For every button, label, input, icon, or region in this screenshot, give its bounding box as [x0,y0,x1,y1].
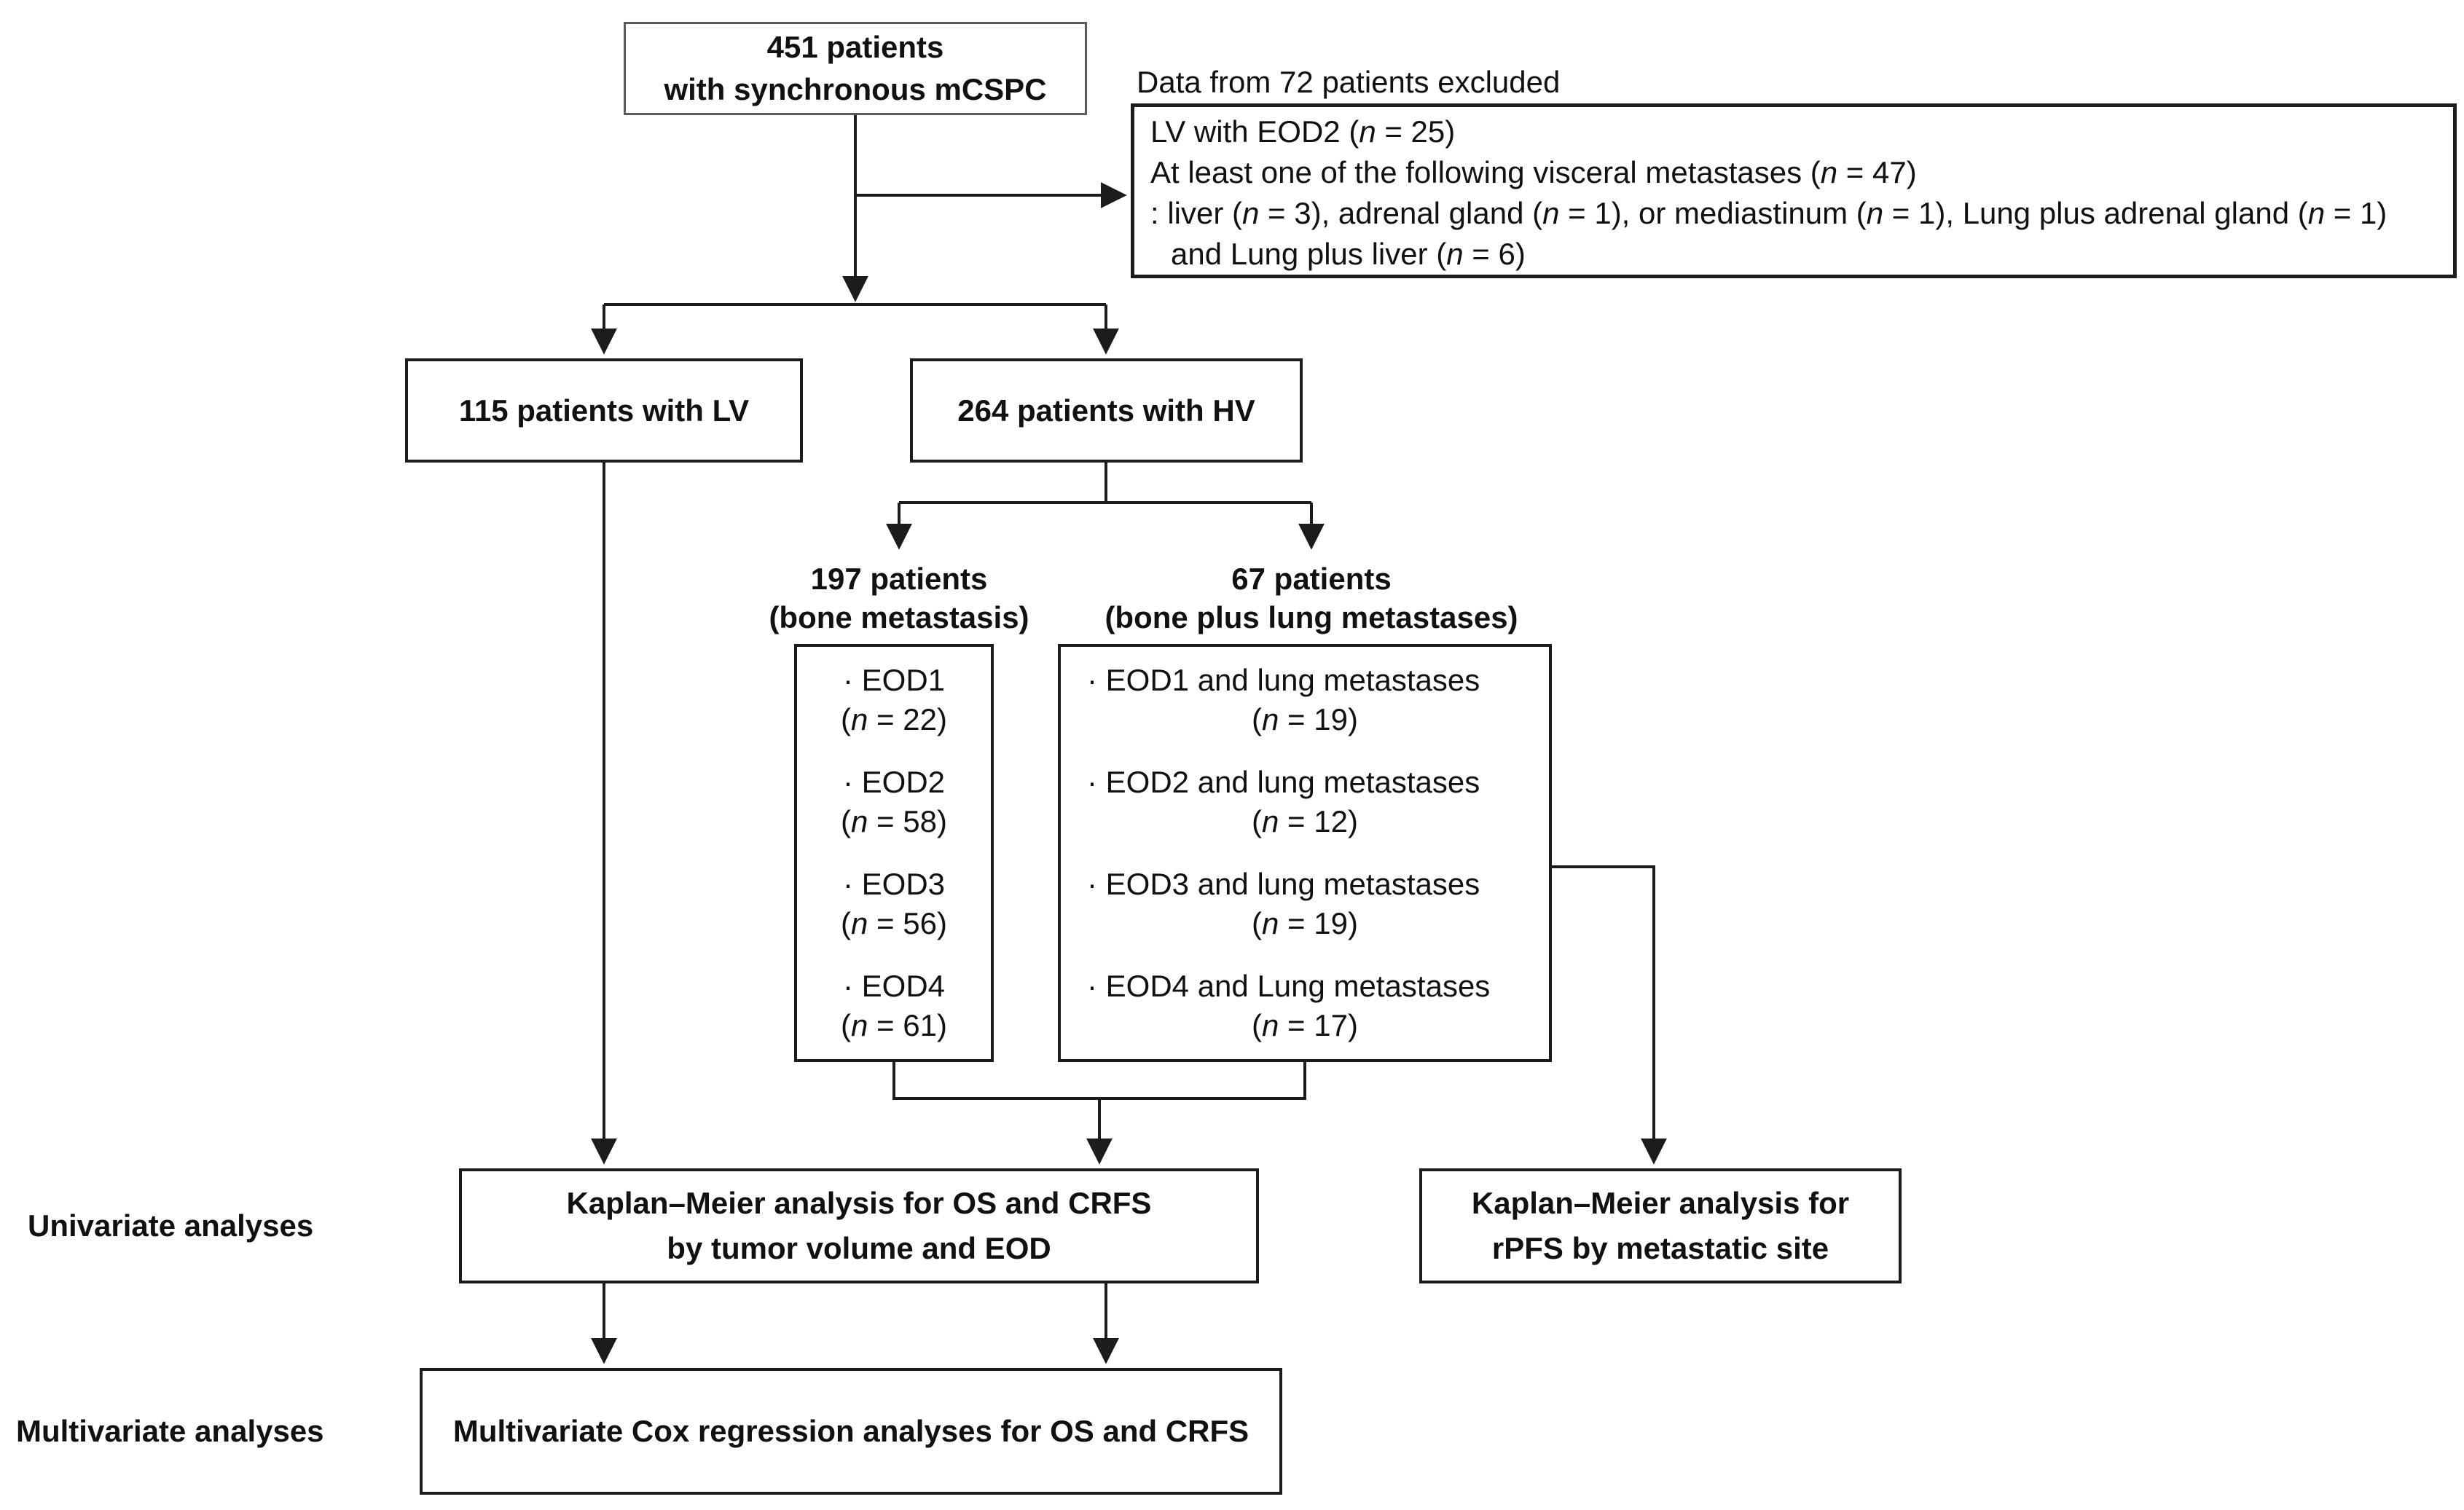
bone-group-count: 197 patients [810,562,988,596]
total-patients-desc: with synchronous mCSPC [664,72,1047,106]
eod-count: (n = 17) [1252,1008,1358,1042]
header-bone-group: 197 patients (bone metastasis) [746,559,1052,637]
header-bone-lung-group: 67 patients (bone plus lung metastases) [1086,559,1537,637]
box-multivariate-cox: Multivariate Cox regression analyses for… [420,1368,1282,1495]
bone-group-desc: (bone metastasis) [769,600,1029,634]
excluded-label: Data from 72 patients excluded [1137,65,1561,99]
box-eod-bone-list: · EOD1 (n = 22) · EOD2 (n = 58) · EOD3 (… [794,644,994,1062]
row-label-multivariate: Multivariate analyses [16,1414,324,1448]
eod-label: · EOD4 and Lung metastases [1087,969,1491,1003]
eod-label: · EOD4 [842,969,946,1003]
eod-label: · EOD1 and lung metastases [1087,663,1480,697]
hv-patients-text: 264 patients with HV [957,393,1255,428]
eod-label: · EOD3 [842,867,946,901]
bone-lung-group-count: 67 patients [1231,562,1392,596]
box-eod-bone-lung-list: · EOD1 and lung metastases (n = 19) · EO… [1058,644,1552,1062]
box-hv-patients: 264 patients with HV [910,358,1303,463]
box-total-patients: 451 patients with synchronous mCSPC [624,22,1087,115]
km-rpfs-line1: Kaplan–Meier analysis for [1471,1186,1850,1220]
eod-count: (n = 19) [1252,702,1358,736]
eod-count: (n = 12) [1252,804,1358,838]
list-item: · EOD2 and lung metastases (n = 12) [1061,763,1549,841]
list-item: · EOD4 (n = 61) [797,967,991,1045]
list-item: · EOD4 and Lung metastases (n = 17) [1061,967,1549,1045]
eod-count: (n = 22) [841,702,947,736]
box-lv-patients: 115 patients with LV [405,358,803,463]
bone-lung-group-desc: (bone plus lung metastases) [1105,600,1518,634]
list-item: · EOD1 and lung metastases (n = 19) [1061,661,1549,739]
eod-count: (n = 19) [1252,906,1358,940]
eod-count: (n = 58) [841,804,947,838]
excluded-line-3: : liver (n = 3), adrenal gland (n = 1), … [1150,196,2388,230]
row-label-univariate: Univariate analyses [28,1208,314,1243]
excluded-line-4: and Lung plus liver (n = 6) [1171,237,1526,271]
multivariate-cox-text: Multivariate Cox regression analyses for… [452,1414,1249,1448]
total-patients-count: 451 patients [766,30,944,64]
lv-patients-text: 115 patients with LV [458,393,750,428]
eod-label: · EOD1 [842,663,946,697]
eod-label: · EOD2 and lung metastases [1087,765,1480,799]
list-item: · EOD1 (n = 22) [797,661,991,739]
eod-count: (n = 61) [841,1008,947,1042]
excluded-line-1: LV with EOD2 (n = 25) [1150,114,1456,149]
eod-count: (n = 56) [841,906,947,940]
box-km-rpfs: Kaplan–Meier analysis for rPFS by metast… [1419,1168,1902,1283]
eod-label: · EOD3 and lung metastases [1087,867,1480,901]
excluded-line-2: At least one of the following visceral m… [1150,155,1917,189]
km-os-crfs-line2: by tumor volume and EOD [667,1231,1051,1265]
list-item: · EOD3 and lung metastases (n = 19) [1061,865,1549,943]
box-excluded: LV with EOD2 (n = 25) At least one of th… [1131,103,2457,278]
km-os-crfs-line1: Kaplan–Meier analysis for OS and CRFS [566,1186,1152,1220]
list-item: · EOD3 (n = 56) [797,865,991,943]
eod-label: · EOD2 [842,765,946,799]
list-item: · EOD2 (n = 58) [797,763,991,841]
box-km-os-crfs: Kaplan–Meier analysis for OS and CRFS by… [459,1168,1259,1283]
km-rpfs-line2: rPFS by metastatic site [1491,1231,1829,1265]
